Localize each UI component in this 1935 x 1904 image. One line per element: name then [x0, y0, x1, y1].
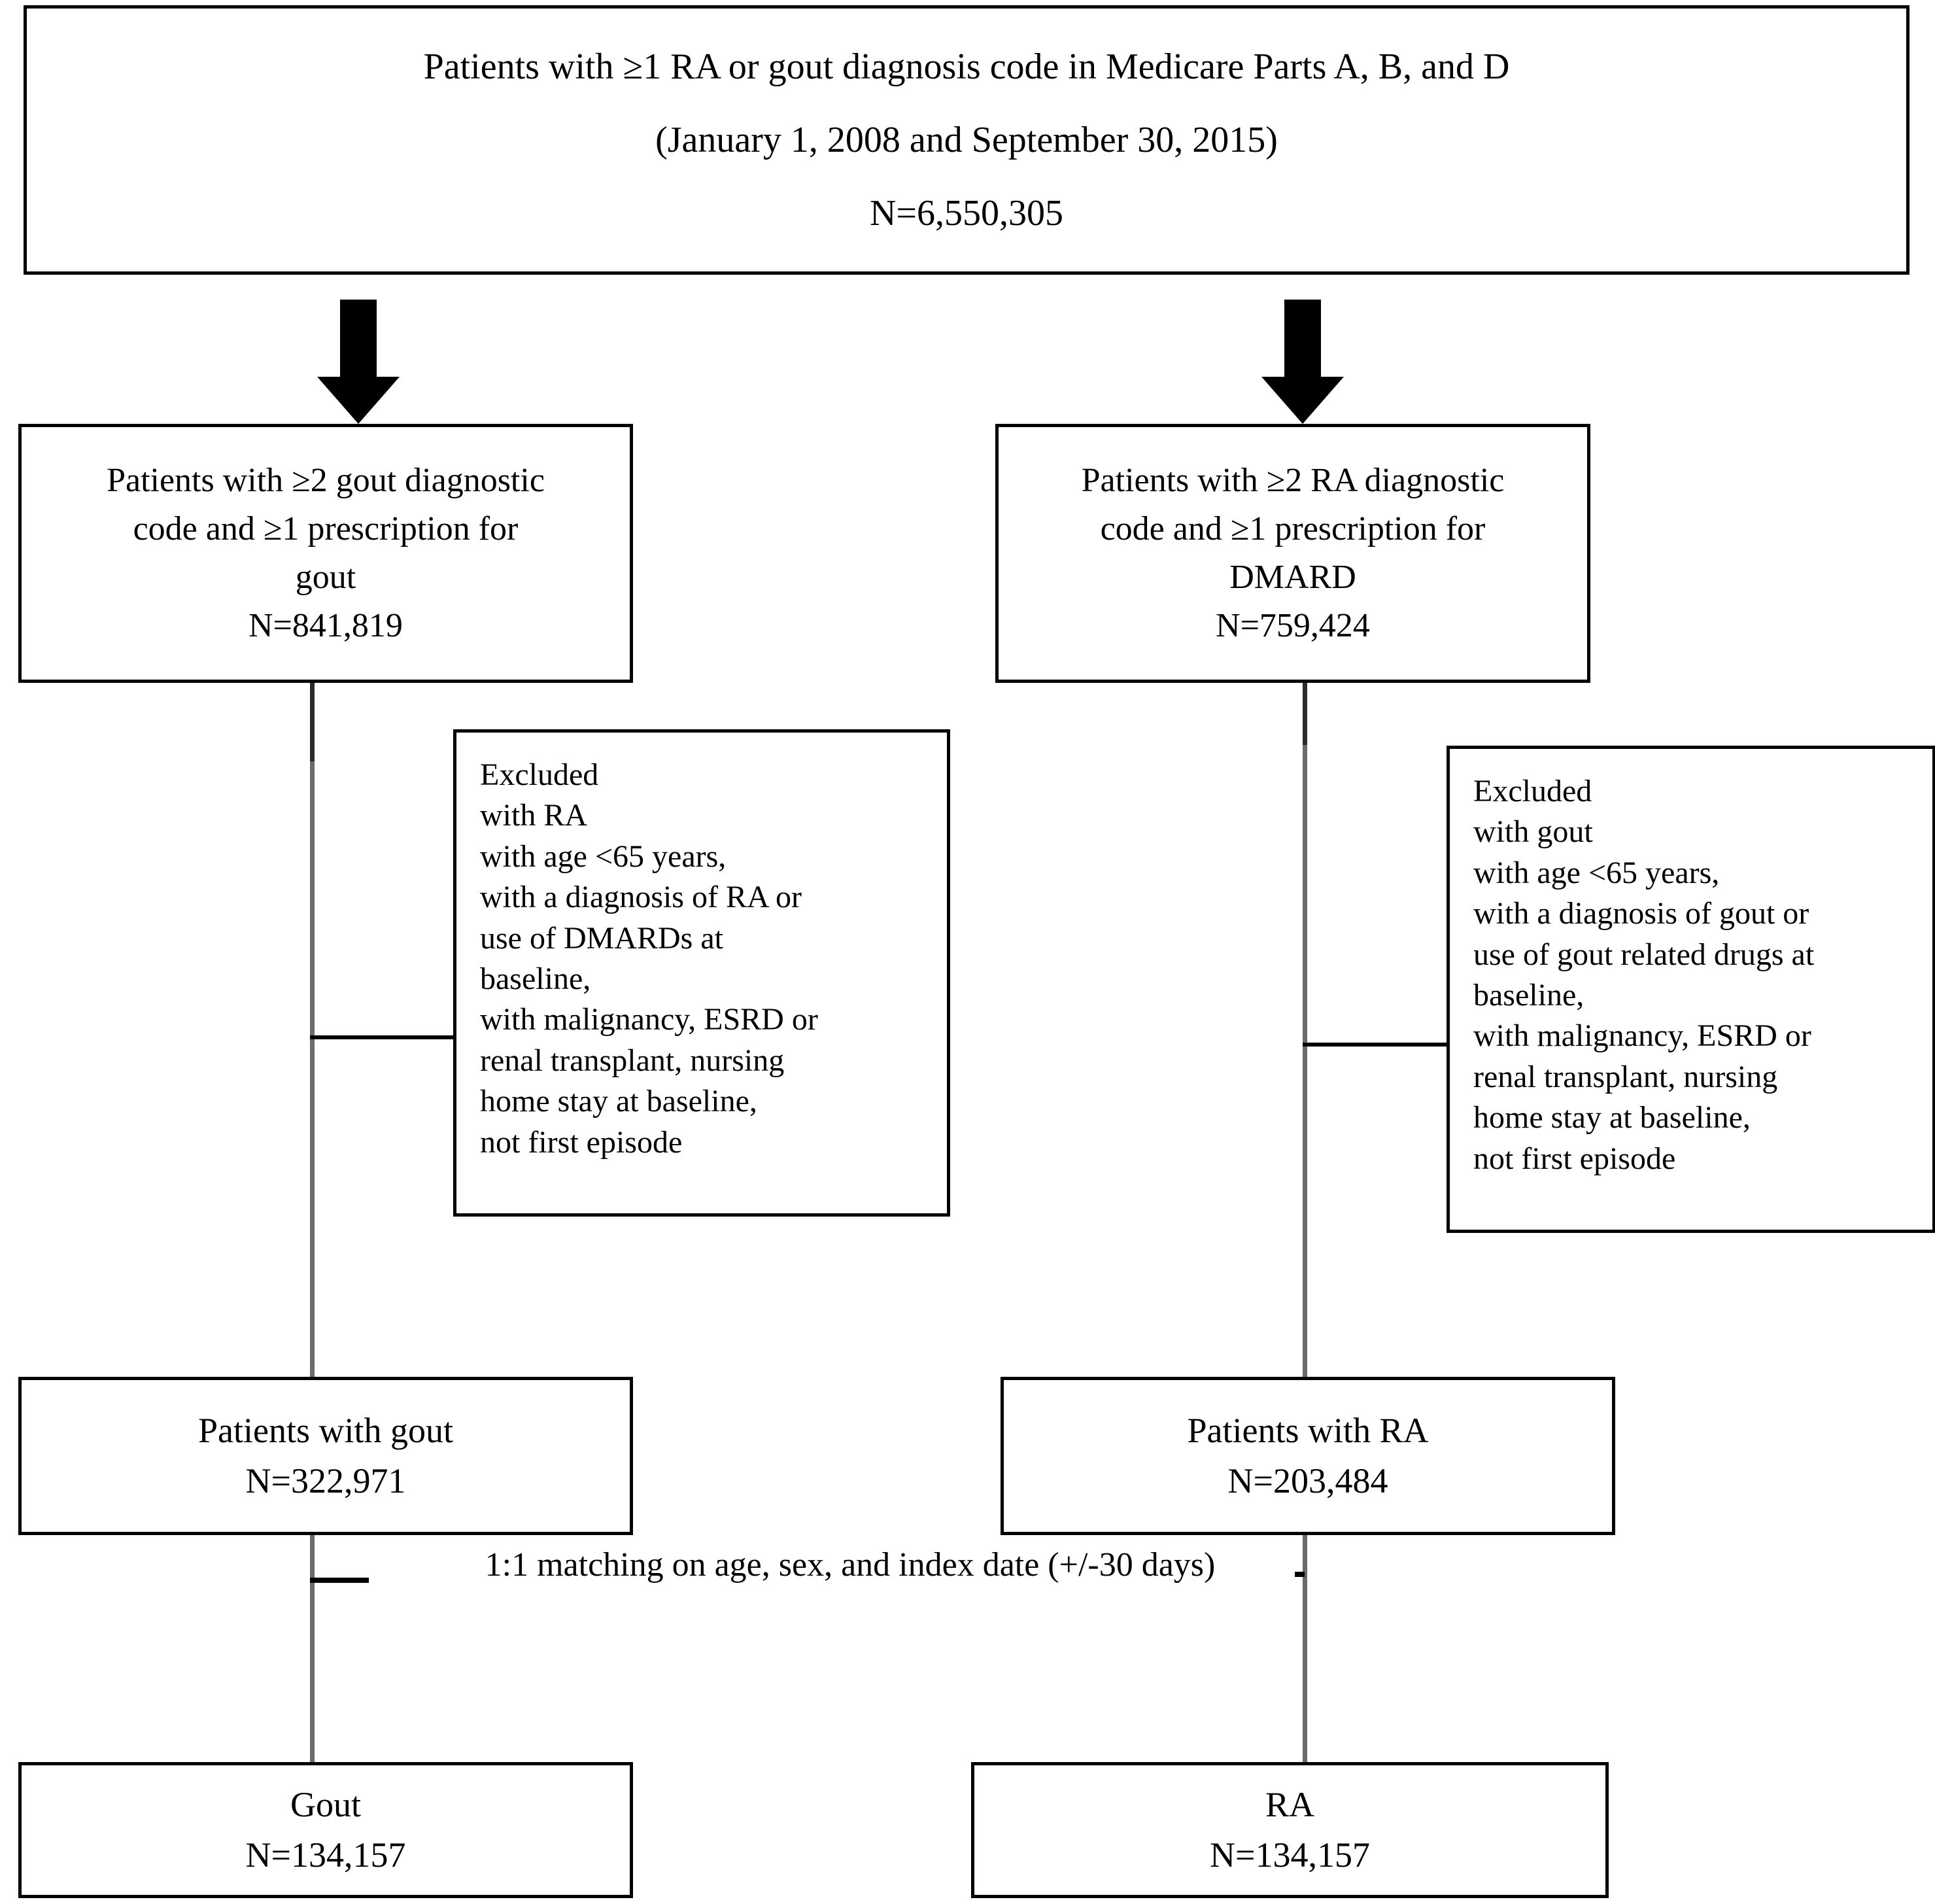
connector-gout-spine [310, 761, 315, 1379]
gout-exclusions-heading: Excluded [480, 757, 599, 792]
ra-exclusion-item: with age <65 years, [1473, 855, 1720, 890]
gout-exclusion-item: home stay at baseline, [480, 1084, 757, 1119]
source-population-line-1: Patients with ≥1 RA or gout diagnosis co… [423, 46, 1510, 87]
gout-exclusion-item: renal transplant, nursing [480, 1043, 785, 1078]
gout-eligible-line-1: Patients with ≥2 gout diagnostic [107, 462, 545, 500]
ra-patients-label: Patients with RA [1187, 1411, 1429, 1451]
gout-eligible-line-2: code and ≥1 prescription for [133, 510, 519, 548]
connector-ra-spine-top [1303, 683, 1307, 745]
ra-final-label: RA [1265, 1785, 1314, 1825]
connector-ra-spine [1303, 745, 1307, 1379]
ra-exclusions-heading: Excluded [1473, 774, 1592, 808]
gout-exclusion-item: with age <65 years, [480, 839, 727, 874]
arrow-head [1261, 377, 1344, 424]
node-gout-exclusions: Excluded with RA with age <65 years, wit… [453, 729, 950, 1217]
gout-exclusion-item: with malignancy, ESRD or [480, 1002, 818, 1037]
node-ra-final-cohort: RA N=134,157 [971, 1762, 1609, 1898]
ra-exclusion-item: use of gout related drugs at [1473, 937, 1815, 972]
ra-exclusion-item: not first episode [1473, 1141, 1676, 1176]
ra-exclusion-item: baseline, [1473, 977, 1584, 1013]
gout-eligible-count: N=841,819 [248, 606, 403, 644]
source-population-line-3: N=6,550,305 [869, 193, 1064, 234]
ra-exclusion-item: renal transplant, nursing [1473, 1059, 1778, 1094]
arrow-head [317, 377, 400, 424]
ra-exclusion-item: with gout [1473, 814, 1593, 850]
gout-exclusion-item: use of DMARDs at [480, 920, 723, 956]
node-gout-eligible: Patients with ≥2 gout diagnostic code an… [18, 424, 633, 683]
node-ra-eligible: Patients with ≥2 RA diagnostic code and … [995, 424, 1590, 683]
gout-exclusion-item: baseline, [480, 961, 591, 996]
matching-criteria-label: 1:1 matching on age, sex, and index date… [405, 1548, 1295, 1582]
gout-patients-label: Patients with gout [198, 1411, 453, 1451]
connector-ra-exclusion-branch [1303, 1043, 1450, 1047]
connector-gout-to-final [310, 1535, 315, 1762]
gout-final-label: Gout [290, 1785, 361, 1825]
source-population-line-2: (January 1, 2008 and September 30, 2015) [655, 120, 1278, 160]
ra-final-count: N=134,157 [1210, 1835, 1370, 1875]
gout-eligible-line-3: gout [295, 559, 356, 596]
gout-patients-count: N=322,971 [245, 1461, 406, 1500]
down-arrow-icon-left [306, 300, 411, 424]
connector-gout-exclusion-branch [310, 1035, 457, 1039]
ra-exclusion-item: with malignancy, ESRD or [1473, 1018, 1811, 1054]
connector-gout-spine-top [310, 683, 315, 761]
node-gout-final-cohort: Gout N=134,157 [18, 1762, 633, 1898]
arrow-shaft [1284, 300, 1321, 379]
down-arrow-icon-right [1250, 300, 1355, 424]
node-gout-patients: Patients with gout N=322,971 [18, 1377, 633, 1535]
arrow-shaft [340, 300, 377, 379]
gout-final-count: N=134,157 [245, 1835, 406, 1875]
gout-exclusion-item: with a diagnosis of RA or [480, 880, 802, 915]
ra-eligible-line-1: Patients with ≥2 RA diagnostic [1081, 462, 1505, 500]
connector-ra-to-final [1303, 1535, 1307, 1762]
gout-exclusion-item: not first episode [480, 1124, 683, 1160]
ra-eligible-line-2: code and ≥1 prescription for [1100, 510, 1486, 548]
ra-patients-count: N=203,484 [1227, 1461, 1388, 1500]
node-source-population: Patients with ≥1 RA or gout diagnosis co… [24, 5, 1909, 275]
node-ra-exclusions: Excluded with gout with age <65 years, w… [1447, 746, 1935, 1233]
ra-exclusion-item: with a diagnosis of gout or [1473, 896, 1809, 931]
gout-exclusion-item: with RA [480, 798, 588, 833]
ra-exclusion-item: home stay at baseline, [1473, 1100, 1751, 1135]
ra-eligible-count: N=759,424 [1216, 606, 1370, 644]
node-ra-patients: Patients with RA N=203,484 [1001, 1377, 1615, 1535]
matching-tick-left [310, 1578, 369, 1583]
ra-eligible-line-3: DMARD [1229, 559, 1356, 596]
